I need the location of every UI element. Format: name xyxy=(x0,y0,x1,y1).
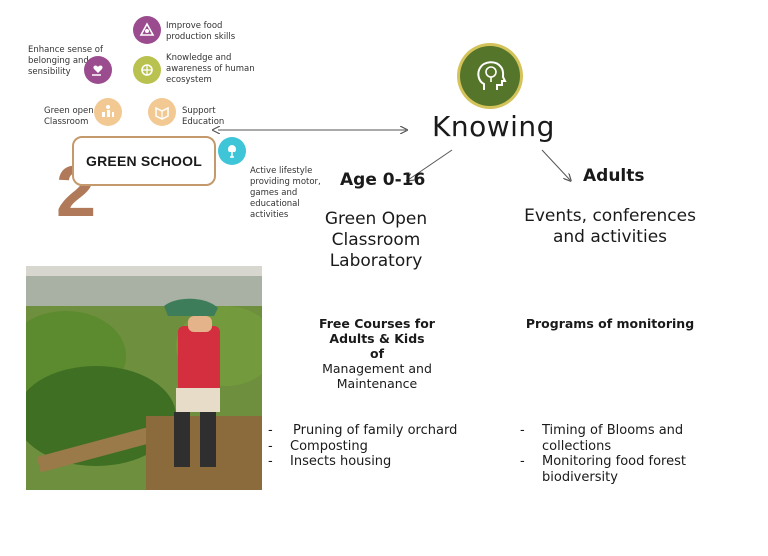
adults-program-title: Events, conferences and activities xyxy=(524,206,696,247)
benefit-education-label: Support Education xyxy=(182,106,225,127)
adults-programs-title: Programs of monitoring xyxy=(525,316,695,331)
kids-program-title: Green Open Classroom Laboratory xyxy=(324,209,428,271)
courses-of: of xyxy=(369,346,385,361)
age-heading: Age 0-16 xyxy=(340,170,426,190)
courses-rest: Management and Maintenance xyxy=(322,361,432,391)
benefit-knowledge-label: Knowledge and awareness of human ecosyst… xyxy=(166,53,255,85)
knowing-head-icon xyxy=(460,46,520,106)
benefit-classroom-label: Green open Classroom xyxy=(44,106,94,127)
arrow-to-adults xyxy=(541,149,570,180)
classroom-icon xyxy=(94,98,122,126)
list-item: -Pruning of family orchard xyxy=(268,423,458,438)
list-item: -Composting xyxy=(268,438,368,454)
knowing-title: Knowing xyxy=(432,110,555,143)
adults-activity-list: -Timing of Blooms and collections -Monit… xyxy=(520,423,710,485)
food-production-icon xyxy=(133,16,161,44)
kids-activity-list: -Pruning of family orchard -Composting -… xyxy=(268,423,478,470)
courses-bold: Free Courses for Adults & Kids xyxy=(319,316,435,346)
kids-courses-block: Free Courses for Adults & Kids of Manage… xyxy=(304,316,450,391)
benefit-lifestyle-label: Active lifestyle providing motor, games … xyxy=(250,166,321,220)
benefit-food-label: Improve food production skills xyxy=(166,21,236,42)
list-item: -Insects housing xyxy=(268,454,392,469)
active-lifestyle-icon xyxy=(218,137,246,165)
heart-hand-icon xyxy=(84,56,112,84)
adults-heading: Adults xyxy=(583,166,645,186)
ecosystem-icon xyxy=(133,56,161,84)
list-item: -Timing of Blooms and collections xyxy=(520,423,684,454)
education-icon xyxy=(148,98,176,126)
garden-photo xyxy=(26,266,262,490)
green-school-badge: GREEN SCHOOL xyxy=(72,136,216,186)
list-item: -Monitoring food forest biodiversity xyxy=(520,454,686,485)
benefit-belonging-label: Enhance sense of belonging and sensibili… xyxy=(28,45,103,77)
green-school-label: GREEN SCHOOL xyxy=(86,153,202,169)
